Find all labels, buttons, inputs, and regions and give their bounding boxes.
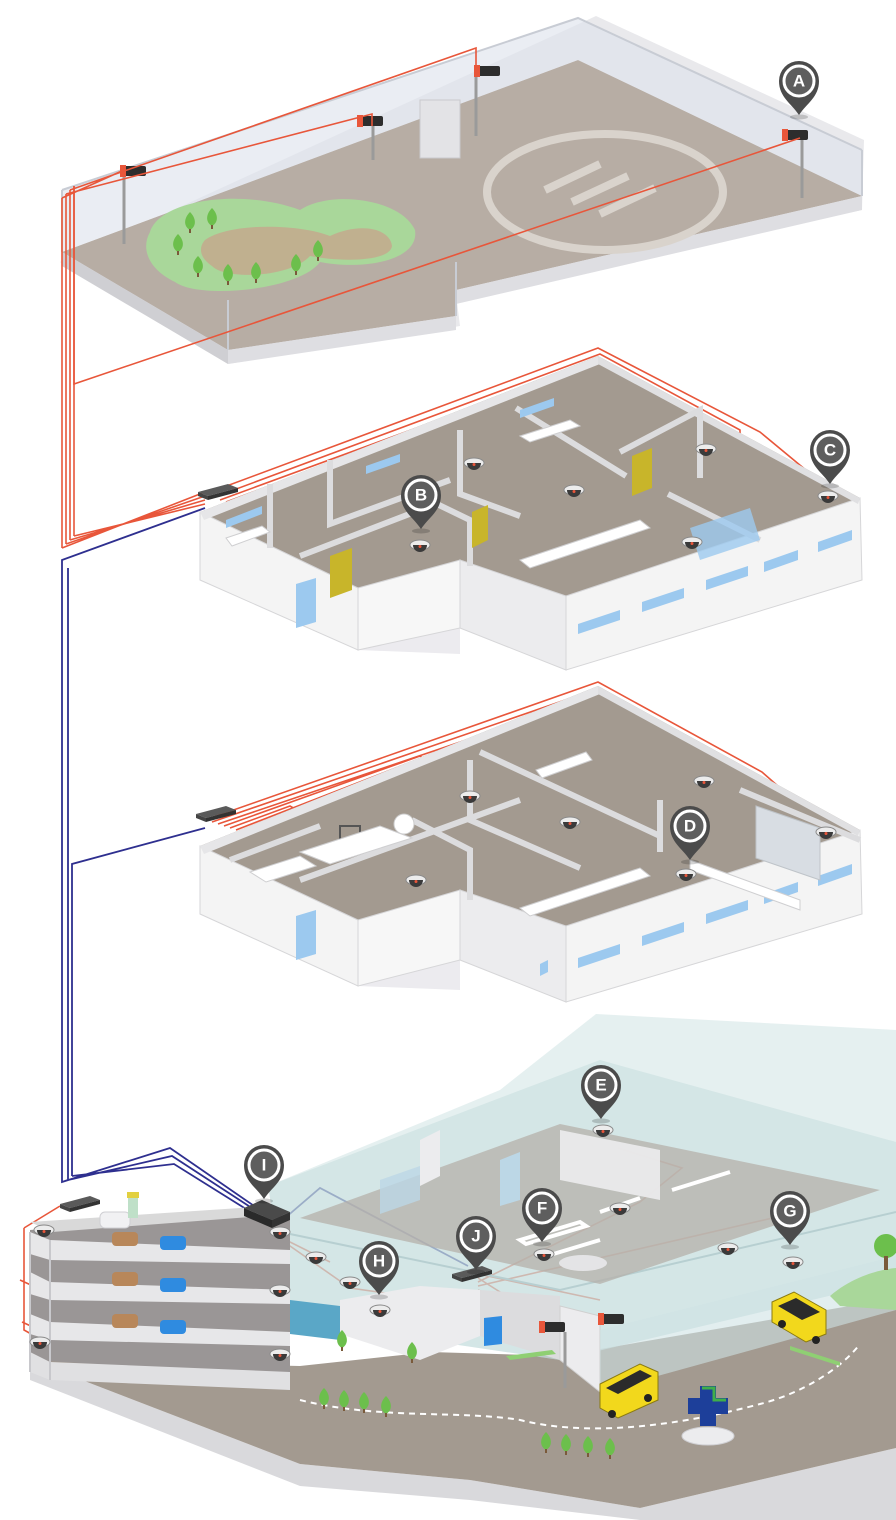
svg-text:A: A	[793, 72, 805, 91]
car-icon	[112, 1232, 138, 1246]
marker-pin-j: J	[454, 1214, 498, 1276]
car-icon	[160, 1236, 186, 1250]
car-icon	[112, 1314, 138, 1328]
car-icon	[160, 1278, 186, 1292]
svg-text:E: E	[595, 1076, 606, 1095]
rooftop-cameras	[120, 65, 808, 244]
parked-cars	[99, 1211, 186, 1334]
bullet-camera-icon	[539, 1321, 565, 1333]
network-switch-icon	[60, 1196, 100, 1212]
marker-pin-a: A	[777, 59, 821, 121]
rooftop-level	[60, 16, 864, 364]
marker-pins: A B C D E F G H I J	[242, 59, 852, 1301]
marker-pin-c: C	[808, 428, 852, 490]
svg-text:I: I	[262, 1156, 267, 1175]
svg-text:F: F	[537, 1199, 547, 1218]
parking-garage	[29, 1192, 290, 1390]
nvr-recorder-icon	[244, 1200, 290, 1228]
bus-icon	[599, 1363, 659, 1419]
marker-pin-b: B	[399, 473, 443, 535]
marker-pin-e: E	[579, 1063, 623, 1125]
marker-pin-i: I	[242, 1143, 286, 1205]
svg-text:B: B	[415, 486, 427, 505]
upper-floor	[198, 356, 863, 671]
rooftop-hvac-unit	[419, 99, 461, 159]
entrance-planters	[506, 1346, 840, 1366]
car-icon	[112, 1272, 138, 1286]
middle-floor	[196, 686, 863, 1003]
bullet-camera-icon	[474, 65, 500, 77]
ground-base	[30, 1360, 896, 1520]
car-icon	[160, 1320, 186, 1334]
bus-icon	[771, 1291, 827, 1344]
marker-pin-h: H	[357, 1239, 401, 1301]
marker-pin-d: D	[668, 804, 712, 866]
medical-cross-icon	[681, 1386, 735, 1446]
ground-level	[29, 1014, 896, 1520]
upper-floor-windows	[226, 398, 852, 634]
car-icon	[99, 1211, 131, 1229]
bullet-camera-icon	[598, 1313, 624, 1325]
marker-pin-g: G	[768, 1189, 812, 1251]
svg-text:D: D	[684, 817, 696, 836]
svg-text:H: H	[373, 1252, 385, 1271]
helipad	[483, 130, 727, 254]
svg-text:J: J	[471, 1227, 480, 1246]
svg-text:C: C	[824, 441, 836, 460]
marker-pin-f: F	[520, 1186, 564, 1248]
network-switch-icon	[198, 484, 238, 500]
svg-text:G: G	[783, 1202, 796, 1221]
